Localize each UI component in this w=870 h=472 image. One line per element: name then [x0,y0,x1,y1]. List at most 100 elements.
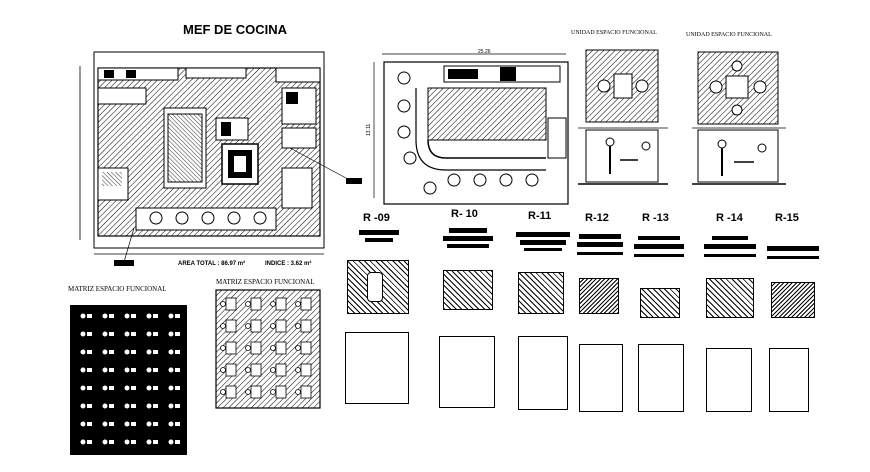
matrix-unit-table [153,368,158,372]
matrix-cell-table [250,385,262,399]
matrix-unit-table [87,368,92,372]
module-r11-elevation [518,336,568,410]
matrix-unit-mark [146,385,152,391]
module-r11-code-bar-2 [520,240,566,245]
matrix-unit-mark [80,421,86,427]
matrix-cell-table [275,363,287,377]
matrix-unit-table [153,332,158,336]
matrix-unit-table [175,368,180,372]
matrix-unit-table [109,440,114,444]
matrix-cell-table [225,341,237,355]
matrix-unit-mark [168,439,174,445]
matrix-cell-chair [295,301,301,307]
matrix-unit-table [131,386,136,390]
matriz-mid-grid [215,289,326,409]
module-r14-code-bar [712,236,748,240]
module-r12-plan [579,278,619,314]
matrix-unit-table [131,422,136,426]
matrix-unit-table [153,314,158,318]
module-r15-label: R-15 [775,212,799,224]
module-r14-code-bar-2 [704,244,756,249]
module-r10-plan [443,270,493,310]
matrix-unit-table [109,332,114,336]
module-r09-code-bar [359,230,399,235]
matrix-cell-chair [220,345,226,351]
matrix-unit-mark [168,403,174,409]
module-r13-code-bar-3 [634,254,684,257]
matrix-cell-chair [270,367,276,373]
counter-plan-height-dimension: 13.11 [366,123,372,136]
matrix-unit-table [175,440,180,444]
module-r12: R-12 [575,212,625,412]
matrix-unit-mark [80,313,86,319]
matrix-unit-mark [80,331,86,337]
matrix-cell-table [275,385,287,399]
matrix-unit-table [175,314,180,318]
matrix-unit-mark [168,331,174,337]
module-r15-code-bar [767,246,819,251]
matrix-unit-mark [168,313,174,319]
module-r15-code-bar-2 [767,256,819,259]
matrix-unit-mark [146,421,152,427]
matriz-left-title: MATRIZ ESPACIO FUNCIONAL [68,285,167,293]
counter-plan [370,48,570,208]
matrix-unit-mark [102,331,108,337]
matriz-left-grid-drawing [80,313,180,445]
unidad-2-title: UNIDAD ESPACIO FUNCIONAL [686,32,772,38]
matrix-unit-table [153,350,158,354]
matrix-unit-mark [146,403,152,409]
matrix-unit-mark [102,421,108,427]
module-r11-plan [518,272,564,314]
matrix-unit-table [153,386,158,390]
matrix-cell-chair [295,367,301,373]
matrix-unit-table [87,332,92,336]
matrix-unit-table [131,350,136,354]
unidad-1-title: UNIDAD ESPACIO FUNCIONAL [571,30,657,36]
module-r15: R-15 [765,212,827,412]
matrix-unit-mark [102,313,108,319]
matrix-cell-chair [245,345,251,351]
matrix-unit-table [153,404,158,408]
main-floor-plan-drawing [79,51,362,266]
matrix-cell-chair [270,323,276,329]
matrix-unit-mark [124,385,130,391]
module-r09-fixture [367,272,383,302]
matrix-cell-table [275,319,287,333]
module-r14-label: R -14 [716,212,743,224]
counter-plan-drawing [373,53,569,205]
module-r15-plan [771,282,815,318]
matrix-unit-mark [124,331,130,337]
main-plan-title: MEF DE COCINA [183,22,287,37]
area-total-label: AREA TOTAL : 86.97 m² [178,261,246,267]
matrix-unit-table [153,422,158,426]
matrix-cell-chair [220,301,226,307]
module-r13-code-bar-2 [634,244,684,249]
module-r13-label: R -13 [642,212,669,224]
module-r14-elevation [706,348,752,412]
module-r12-code-bar [579,234,621,239]
matrix-unit-mark [80,439,86,445]
matrix-cell-chair [295,389,301,395]
module-r11-code-bar [516,232,570,237]
module-r13: R -13 [632,212,692,412]
matrix-unit-mark [124,313,130,319]
module-r13-elevation [638,344,684,412]
module-r10-code-bar [449,228,487,233]
matrix-cell-chair [270,389,276,395]
module-r09-label: R -09 [363,212,390,224]
matrix-cell-chair [220,367,226,373]
matrix-cell-table [250,363,262,377]
matrix-cell-table [300,341,312,355]
matrix-cell-table [275,297,287,311]
matrix-unit-table [87,404,92,408]
matrix-unit-table [109,314,114,318]
matrix-cell-table [300,297,312,311]
matrix-cell-chair [245,323,251,329]
unidad-1-plan-elevation [578,49,668,185]
matrix-unit-table [131,314,136,318]
matrix-cell-table [275,341,287,355]
indice-label: INDICE : 3.62 m² [265,261,312,267]
unidad-2-plan-elevation [692,51,786,185]
matrix-unit-mark [146,439,152,445]
unidad-1-drawing [576,44,672,194]
